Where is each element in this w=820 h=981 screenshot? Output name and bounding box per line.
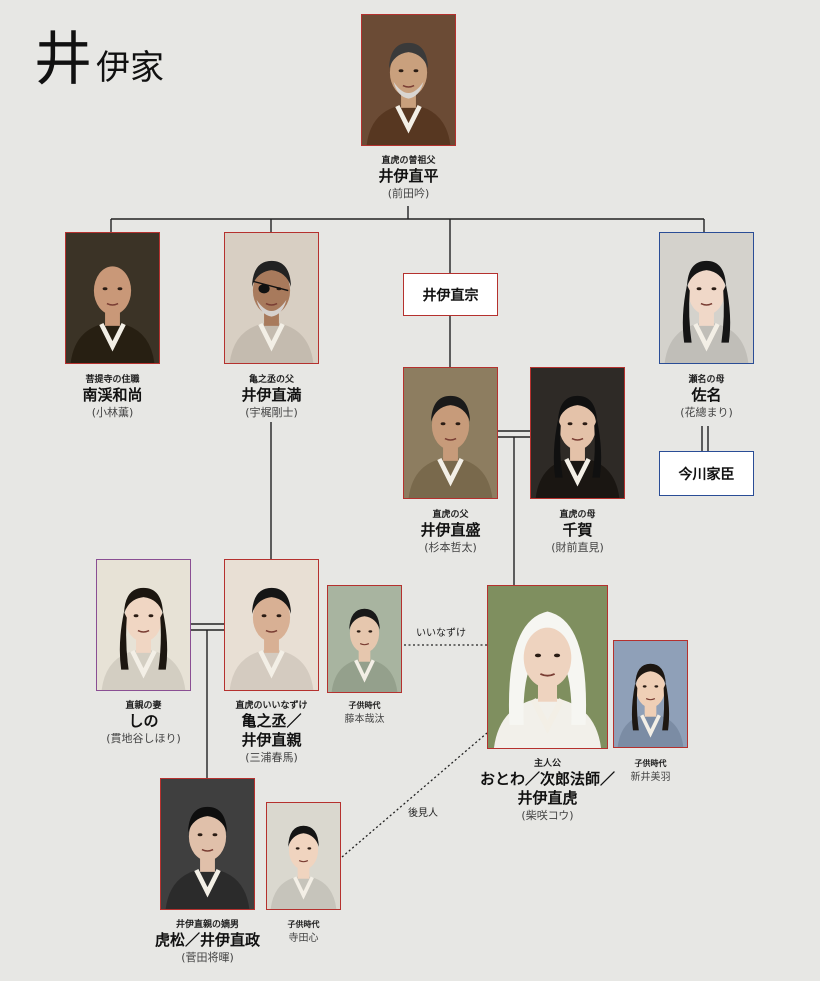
young-samurai-portrait-icon — [225, 560, 318, 690]
person-role: 菩提寺の住職 — [85, 375, 140, 385]
title-main: 井 — [34, 25, 93, 93]
lady-portrait-icon — [531, 368, 624, 498]
person-actor: 藤本哉汰 — [344, 714, 385, 725]
young-woman-portrait-icon — [97, 560, 190, 690]
samurai-elder-portrait-icon — [362, 15, 455, 145]
person-label-naomori: 直虎の父井伊直盛 (杉本哲太) — [420, 509, 480, 555]
person-name-2: 井伊直親 — [241, 731, 302, 749]
person-actor: (柴咲コウ) — [521, 809, 574, 822]
person-label-naotora-child: 子供時代新井美羽 — [631, 758, 671, 785]
person-name: 亀之丞／ — [241, 712, 302, 730]
lord-portrait-icon — [404, 368, 497, 498]
young-man-portrait-icon — [161, 779, 254, 909]
portrait-naotora[interactable] — [487, 585, 608, 749]
portrait-naotora-child[interactable] — [613, 640, 688, 748]
person-name: 南渓和尚 — [82, 386, 143, 404]
person-actor: 寺田心 — [288, 933, 319, 944]
person-name: 井伊直盛 — [420, 521, 481, 539]
person-role: 瀬名の母 — [688, 375, 725, 385]
person-name: 井伊直満 — [241, 386, 302, 404]
person-label-naochika: 直虎のいいなずけ亀之丞／井伊直親 (三浦春馬) — [235, 700, 307, 765]
portrait-naomasa[interactable] — [160, 778, 255, 910]
portrait-naohira[interactable] — [361, 14, 456, 146]
monk-portrait-icon — [66, 233, 159, 363]
nun-portrait-icon — [488, 586, 607, 748]
person-name-2: 井伊直虎 — [517, 789, 578, 807]
guardian-label: 後見人 — [408, 808, 438, 819]
person-label-sana: 瀬名の母佐名 (花總まり) — [680, 374, 733, 420]
eyepatch-warrior-portrait-icon — [225, 233, 318, 363]
person-name: 千賀 — [562, 521, 593, 539]
person-label-naohira: 直虎の曽祖父井伊直平 (前田吟) — [378, 155, 438, 201]
page-title: 井伊家 — [34, 12, 164, 96]
person-label-naomasa: 井伊直親の嫡男虎松／井伊直政 (菅田将暉) — [155, 919, 260, 965]
person-label-chika: 直虎の母千賀 (財前直見) — [551, 509, 604, 555]
person-actor: (宇梶剛士) — [245, 406, 298, 419]
title-sub: 伊家 — [96, 48, 165, 88]
portrait-naochika[interactable] — [224, 559, 319, 691]
person-actor: (貫地谷しほり) — [106, 732, 181, 745]
portrait-naochika-child[interactable] — [327, 585, 402, 693]
person-role: 主人公 — [533, 759, 562, 769]
portrait-naomasa-child[interactable] — [266, 802, 341, 910]
person-name: 井伊直平 — [378, 167, 439, 185]
person-role: 直親の妻 — [125, 701, 162, 711]
person-actor: (前田吟) — [387, 187, 430, 200]
person-name: しの — [128, 712, 159, 730]
person-actor: (小林薫) — [91, 406, 134, 419]
person-role: 直虎のいいなずけ — [235, 701, 308, 711]
person-actor: (杉本哲太) — [424, 541, 477, 554]
person-actor: (花總まり) — [680, 406, 733, 419]
portrait-naomitsu[interactable] — [224, 232, 319, 364]
boy-portrait-icon — [328, 586, 401, 692]
child-portrait-icon — [267, 803, 340, 909]
person-label-naomitsu: 亀之丞の父井伊直満 (宇梶剛士) — [241, 374, 301, 420]
person-role: 直虎の曽祖父 — [381, 156, 436, 166]
person-label-naomasa-child: 子供時代寺田心 — [288, 919, 320, 946]
person-actor: (菅田将暉) — [181, 951, 234, 964]
person-role: 亀之丞の父 — [248, 375, 295, 385]
noblewoman-portrait-icon — [660, 233, 753, 363]
person-label-nanke: 菩提寺の住職南渓和尚 (小林薫) — [82, 374, 142, 420]
guardian-line — [341, 732, 488, 858]
person-role: 子供時代 — [287, 920, 320, 929]
portrait-shino[interactable] — [96, 559, 191, 691]
person-role: 直虎の父 — [432, 510, 469, 520]
girl-portrait-icon — [614, 641, 687, 747]
betrothed-label: いいなずけ — [416, 628, 466, 639]
portrait-naomori[interactable] — [403, 367, 498, 499]
person-name: 佐名 — [691, 386, 722, 404]
person-role: 子供時代 — [634, 759, 667, 768]
name-box-imagawa: 今川家臣 — [659, 451, 754, 496]
person-name: 虎松／井伊直政 — [154, 931, 261, 949]
person-label-shino: 直親の妻しの (貫地谷しほり) — [106, 700, 181, 746]
portrait-nanke[interactable] — [65, 232, 160, 364]
person-role: 直虎の母 — [559, 510, 596, 520]
person-name: おとわ／次郎法師／ — [479, 770, 616, 788]
person-actor: (財前直見) — [551, 541, 604, 554]
person-role: 井伊直親の嫡男 — [175, 920, 240, 930]
name-box-naomune: 井伊直宗 — [403, 273, 498, 316]
person-label-naotora: 主人公おとわ／次郎法師／井伊直虎 (柴咲コウ) — [480, 758, 615, 823]
person-actor: (三浦春馬) — [245, 751, 298, 764]
portrait-chika[interactable] — [530, 367, 625, 499]
person-label-naochika-child: 子供時代藤本哉汰 — [345, 700, 385, 727]
person-role: 子供時代 — [348, 701, 381, 710]
portrait-sana[interactable] — [659, 232, 754, 364]
person-actor: 新井美羽 — [630, 772, 671, 783]
